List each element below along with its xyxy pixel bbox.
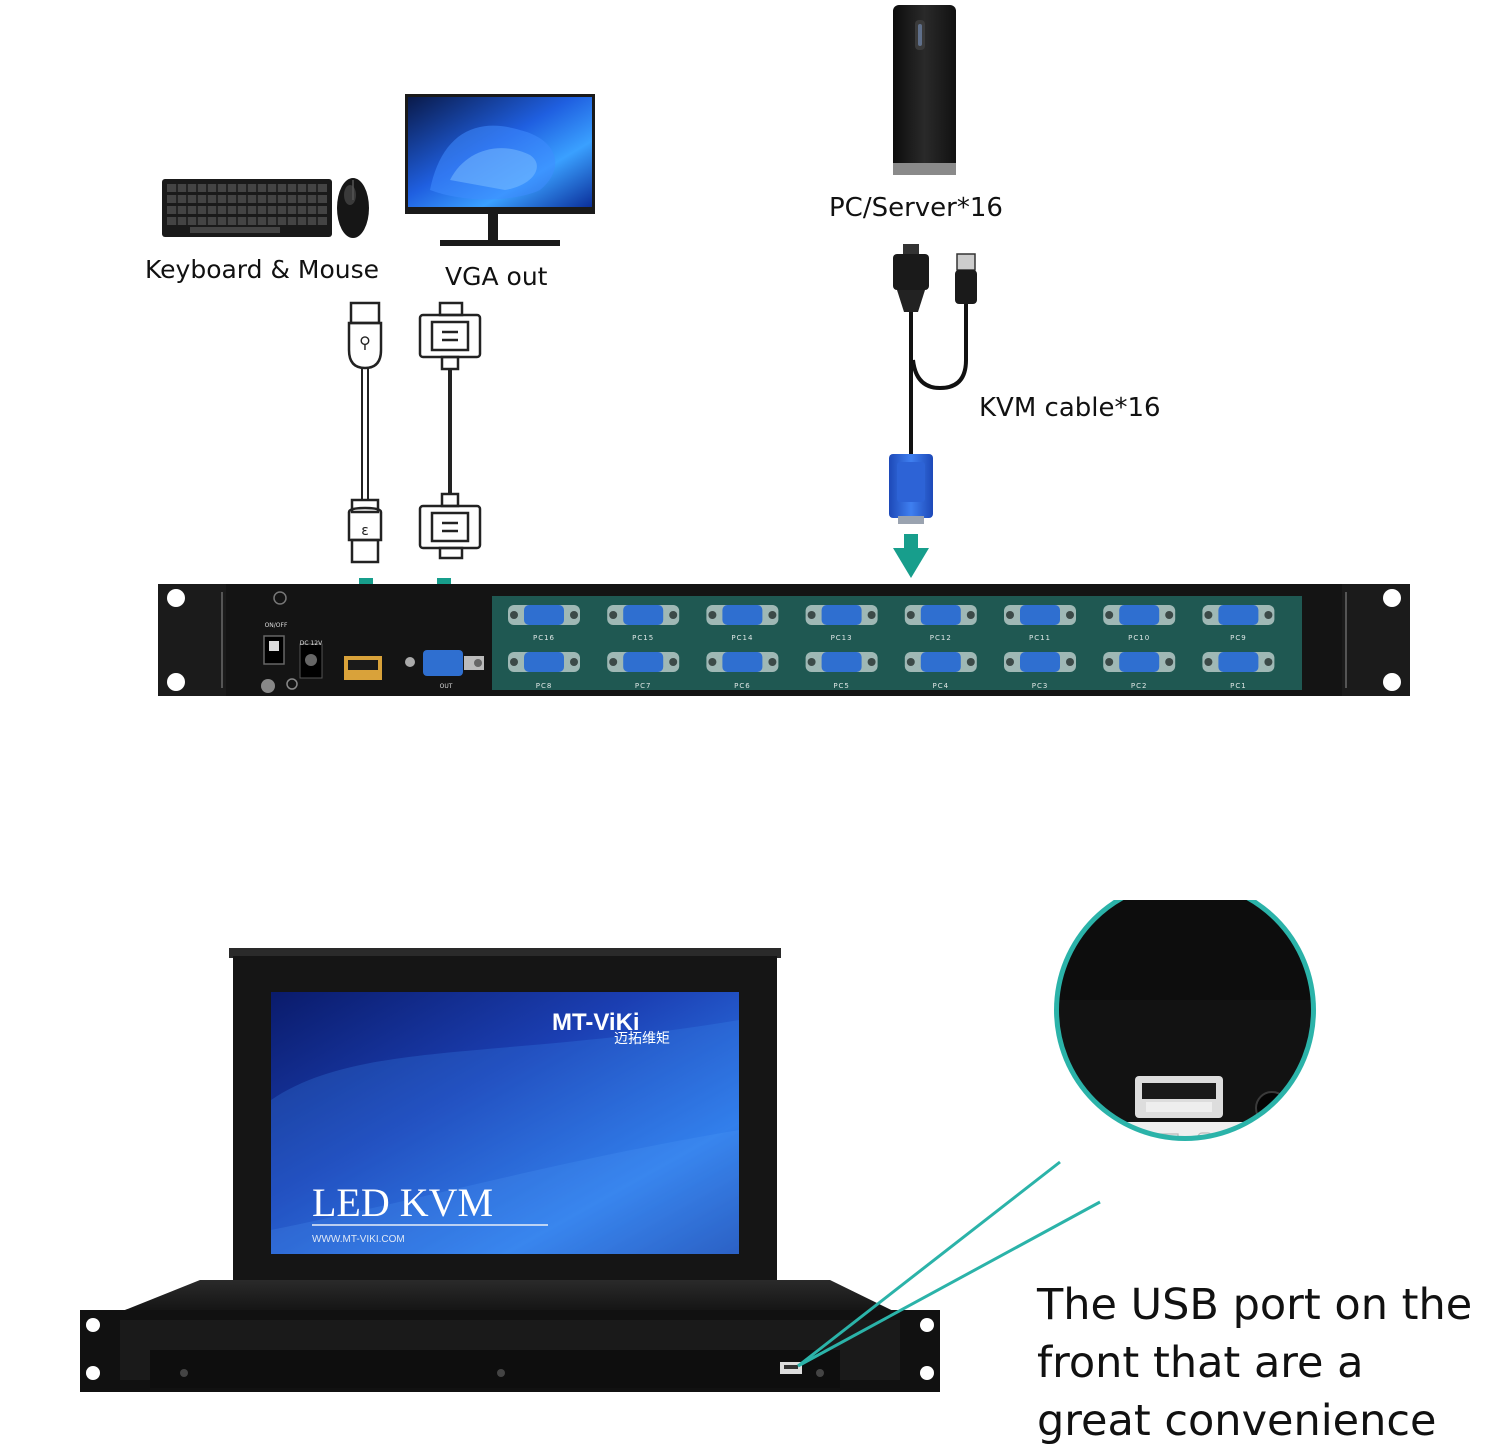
- mouse-icon: [337, 178, 369, 238]
- port-label: PC1: [1230, 682, 1247, 690]
- keyboard-mouse-label: Keyboard & Mouse: [145, 255, 380, 284]
- port-label: PC14: [731, 634, 753, 642]
- vga-port-pc15: PC15: [607, 605, 680, 642]
- vga-port-pc16: PC16: [508, 605, 580, 642]
- vga-port-pc14: PC14: [706, 605, 779, 642]
- port-label: PC8: [536, 682, 553, 690]
- lcd-screen: [271, 992, 739, 1254]
- vga-port-pc13: PC13: [805, 605, 878, 642]
- port-label: PC6: [734, 682, 751, 690]
- screen-title: LED KVM: [312, 1180, 493, 1225]
- port-label: PC10: [1128, 634, 1150, 642]
- vga-port-pc4: PC4: [904, 652, 977, 690]
- vga-port-pc10: PC10: [1103, 605, 1176, 642]
- usb-caption: The USB port on the front that are a gre…: [1037, 1280, 1473, 1446]
- port-label: PC15: [632, 634, 654, 642]
- vga-port-pc3: PC3: [1004, 652, 1076, 690]
- screen-url: WWW.MT-VIKI.COM: [312, 1234, 405, 1245]
- connection-diagram: ⚲ ε: [158, 5, 1410, 696]
- port-label: PC11: [1029, 634, 1051, 642]
- kvm-cable-label: KVM cable*16: [979, 393, 1161, 423]
- vga-port-pc2: PC2: [1103, 652, 1176, 690]
- vga-port-pc11: PC11: [1004, 605, 1076, 642]
- usb-cable-icon: ⚲ ε: [347, 301, 383, 564]
- svg-text:⚲: ⚲: [359, 333, 371, 352]
- port-label: PC7: [635, 682, 652, 690]
- port-label: PC9: [1230, 634, 1247, 642]
- monitor-icon: [405, 94, 595, 246]
- screen-brand: MT-ViKi: [552, 1009, 640, 1036]
- keyboard-icon: [162, 179, 332, 237]
- port-label: PC12: [930, 634, 952, 642]
- port-label: PC13: [831, 634, 853, 642]
- vga-port-pc7: PC7: [607, 652, 680, 690]
- lcd-kvm-console: MT-ViKi 迈拓维矩 LED KVM WWW.MT-VIKI.COM: [80, 900, 1316, 1392]
- vga-out-label: VGA out: [445, 262, 548, 291]
- on-off-label: ON/OFF: [265, 622, 288, 629]
- out-label: OUT: [440, 683, 453, 690]
- kvm-rear-panel: [158, 584, 1410, 696]
- dc-label: DC 12V: [300, 640, 323, 647]
- vga-port-pc6: PC6: [706, 652, 779, 690]
- svg-text:ε: ε: [361, 523, 369, 539]
- vga-port-pc5: PC5: [805, 652, 878, 690]
- vga-cable-icon: [418, 301, 482, 560]
- usb-port-zoom: [1057, 900, 1313, 1138]
- vga-port-pc1: PC1: [1202, 652, 1275, 690]
- port-label: PC5: [833, 682, 850, 690]
- port-label: PC4: [933, 682, 950, 690]
- pc-server-label: PC/Server*16: [829, 193, 1003, 223]
- vga-port-pc8: PC8: [508, 652, 580, 690]
- port-label: PC3: [1032, 682, 1049, 690]
- kvm-cable-icon: [889, 244, 977, 524]
- port-label: PC2: [1131, 682, 1148, 690]
- screen-brand-cn: 迈拓维矩: [614, 1031, 670, 1047]
- vga-port-pc12: PC12: [904, 605, 977, 642]
- port-label: PC16: [533, 634, 555, 642]
- vga-port-pc9: PC9: [1202, 605, 1275, 642]
- pc-tower-icon: [893, 5, 956, 175]
